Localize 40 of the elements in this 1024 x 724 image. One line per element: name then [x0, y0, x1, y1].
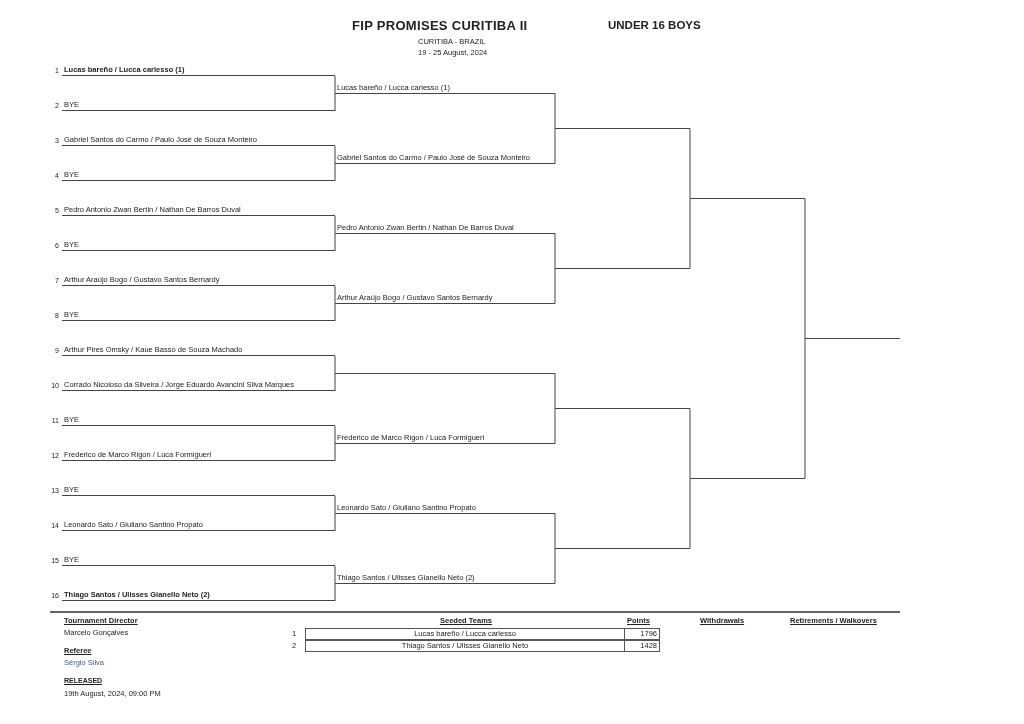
bracket-connector — [554, 373, 556, 409]
bracket-connector — [334, 93, 336, 112]
empty-slot-line — [805, 336, 900, 339]
empty-slot-line — [555, 126, 690, 129]
empty-slot-line — [335, 371, 555, 374]
bracket-connector — [334, 163, 336, 182]
bracket-connector — [334, 565, 336, 584]
bracket-connector — [334, 443, 336, 462]
category-heading: UNDER 16 BOYS — [608, 19, 701, 31]
bracket-connector — [334, 145, 336, 164]
bracket-connector — [689, 198, 691, 269]
bracket-connector — [334, 495, 336, 514]
bracket-connector — [334, 583, 336, 602]
bracket-connector — [689, 408, 691, 479]
bracket-connector — [554, 268, 556, 304]
bracket-connector — [554, 548, 556, 584]
bracket-connector — [804, 338, 806, 479]
bracket-connector — [554, 513, 556, 549]
bracket-connector — [334, 285, 336, 304]
bracket-connector — [334, 373, 336, 392]
empty-slot-line — [555, 406, 690, 409]
bracket-connector — [334, 75, 336, 94]
bracket-connector — [554, 128, 556, 164]
bracket-connector — [689, 478, 691, 549]
bracket-connector — [334, 355, 336, 374]
title: FIP PROMISES CURITIBA II — [352, 18, 528, 33]
bracket-connector — [334, 233, 336, 252]
bracket-connector — [804, 198, 806, 339]
bracket-connector — [689, 128, 691, 199]
bracket-connector — [334, 215, 336, 234]
bracket-connector — [334, 303, 336, 322]
bracket-connector — [334, 425, 336, 444]
bracket-connector — [554, 233, 556, 269]
bracket-connector — [554, 408, 556, 444]
bracket-connector — [554, 93, 556, 129]
empty-slot-line — [555, 266, 690, 269]
bracket-connector — [334, 513, 336, 532]
empty-slot-line — [555, 546, 690, 549]
empty-slot-line — [690, 196, 805, 199]
empty-slot-line — [690, 476, 805, 479]
